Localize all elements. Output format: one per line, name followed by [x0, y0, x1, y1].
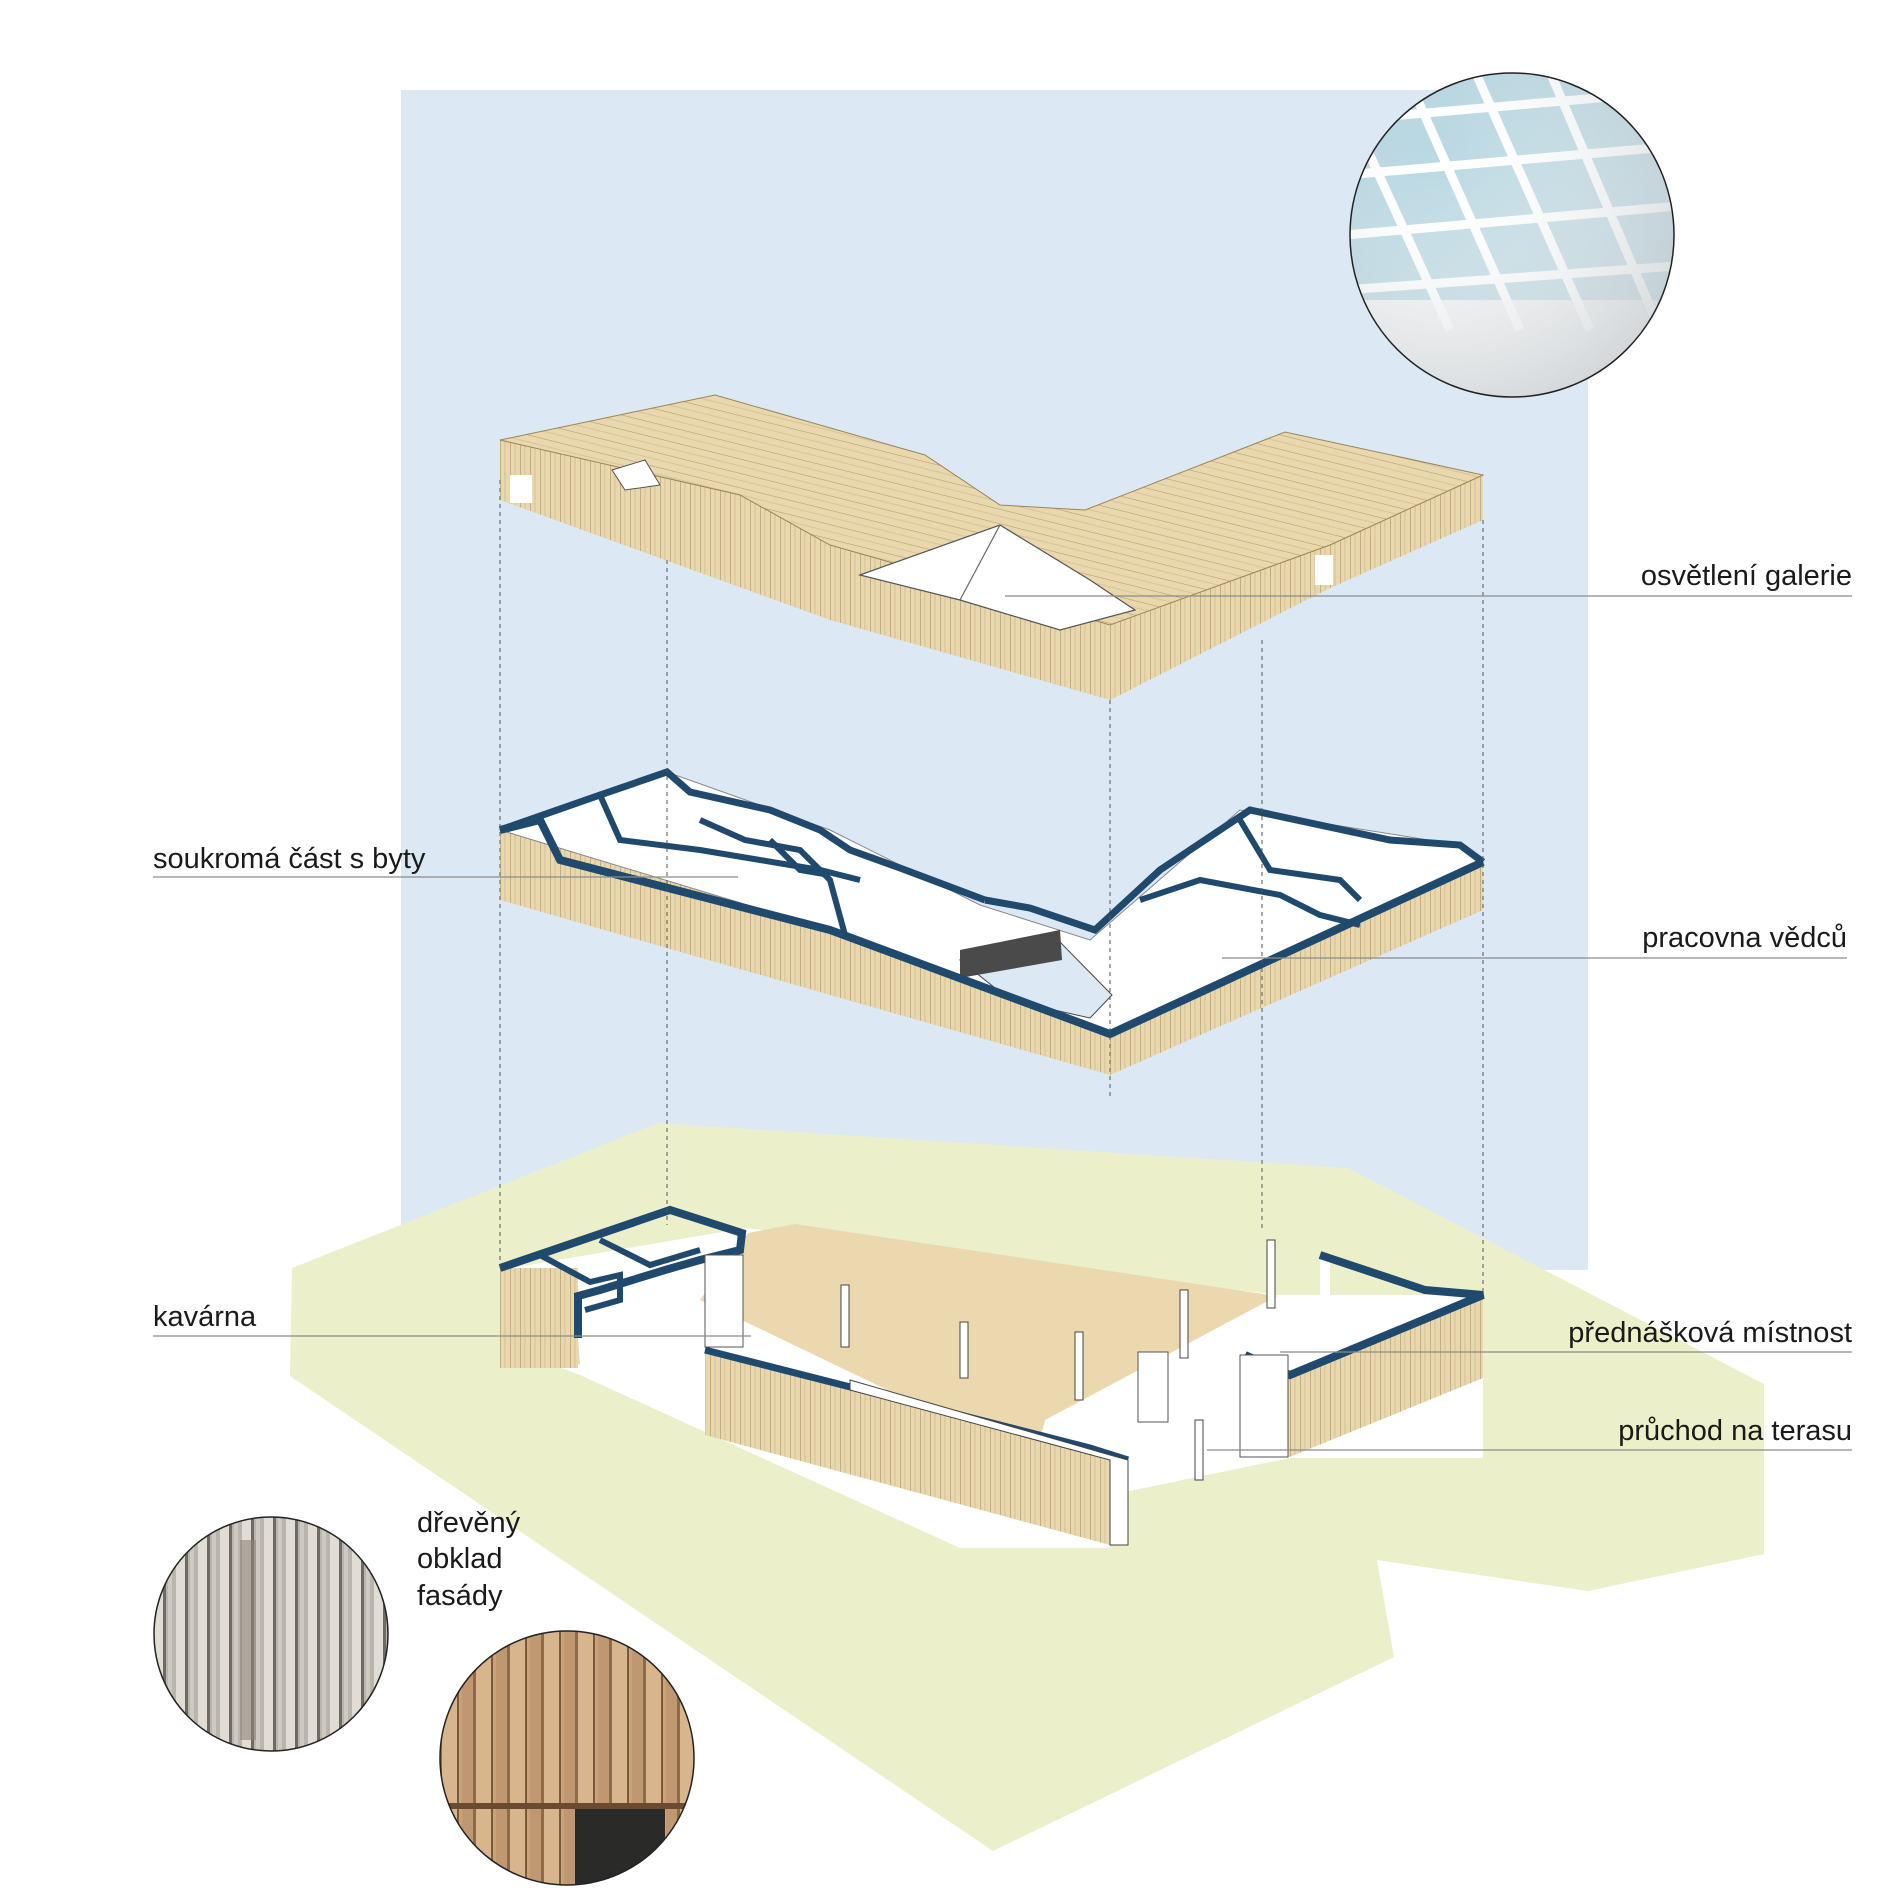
column: [959, 1321, 969, 1379]
cafe-wall-cap: [498, 1205, 747, 1338]
scientist-wing-walls: [984, 806, 1486, 934]
lecture-hall-back-wall: [1320, 1255, 1330, 1325]
roof-notch: [510, 475, 532, 503]
cafe-wood-cladding: [500, 1268, 578, 1368]
label-prednaskova-mistnost: přednášková místnost: [1568, 1317, 1852, 1349]
column: [1074, 1331, 1084, 1401]
apartment-partitions-3: [767, 837, 831, 878]
ramp-wall: [849, 1379, 1129, 1546]
ground-floor-plan: [498, 1205, 1485, 1548]
scientist-wing-partitions-2: [1237, 818, 1363, 903]
lecture-wall-face: [1287, 1295, 1483, 1458]
grey-timber-slats-icon: [153, 1516, 389, 1752]
small-roof-opening: [611, 459, 661, 491]
glass-grid-roof-icon: [1349, 72, 1675, 398]
label-obklad-line1: dřevěný: [417, 1507, 521, 1539]
roof: [499, 394, 1485, 700]
scientist-wing-partitions: [1139, 876, 1361, 928]
column: [1266, 1239, 1276, 1309]
label-soukroma-cast: soukromá část s byty: [153, 843, 426, 875]
skylight-ribs: [959, 524, 1001, 601]
roof-notch: [1315, 555, 1333, 585]
leader-lines: [153, 595, 1852, 1451]
first-floor-plan: [498, 768, 1486, 1075]
first-floor-private-walls: [498, 768, 987, 904]
passage-column: [1137, 1351, 1169, 1423]
cafe-counter: [704, 1254, 744, 1348]
apartment-partitions-2: [698, 817, 848, 936]
natural-timber-boards-icon: [439, 1630, 695, 1886]
column: [840, 1284, 850, 1348]
label-pracovna-vedcu: pracovna vědců: [1642, 922, 1847, 954]
label-osvetleni-galerie: osvětlení galerie: [1641, 560, 1852, 592]
roof-edge-face: [500, 440, 1483, 700]
lecture-hall-side-wall: [1239, 1354, 1289, 1458]
label-kavarna: kavárna: [153, 1301, 257, 1333]
label-pruchod-na-terasu: průchod na terasu: [1618, 1415, 1852, 1447]
south-cladding-wall: [705, 1350, 1110, 1545]
column: [1194, 1419, 1204, 1481]
first-floor-cladding: [500, 830, 1483, 1075]
label-obklad-line2: obklad: [417, 1543, 502, 1575]
column: [1179, 1289, 1189, 1359]
projection-lines: [499, 480, 1484, 1295]
roof-top: [499, 394, 1485, 626]
labels: osvětlení galerie soukromá část s byty p…: [153, 560, 1852, 1612]
cafe-internal-walls: [538, 1252, 623, 1313]
atrium-railing: [960, 930, 1062, 978]
label-obklad-line3: fasády: [417, 1580, 503, 1612]
cafe-internal-walls-2: [598, 1237, 701, 1269]
